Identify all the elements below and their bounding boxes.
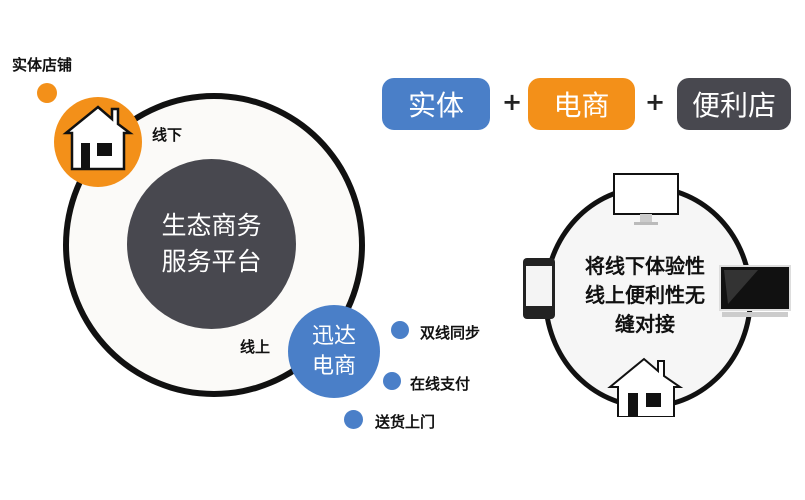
offline-label: 线下 bbox=[152, 126, 183, 144]
plus-sign: + bbox=[645, 88, 666, 116]
omni-line3: 缝对接 bbox=[615, 312, 675, 336]
formula-convenience: 便利店 bbox=[677, 78, 791, 130]
feature-dot bbox=[344, 410, 363, 429]
omni-text: 将线下体验性 线上便利性无 缝对接 bbox=[565, 252, 725, 339]
feature-dot bbox=[383, 372, 401, 390]
orange-dot bbox=[37, 83, 57, 103]
store-label: 实体店铺 bbox=[12, 56, 73, 74]
monitor-icon bbox=[613, 173, 679, 225]
ecommerce-circle: 迅达 电商 bbox=[288, 305, 380, 398]
omni-line1: 将线下体验性 bbox=[585, 254, 705, 278]
feature-delivery: 送货上门 bbox=[375, 413, 436, 431]
phone-icon bbox=[523, 258, 555, 319]
feature-sync: 双线同步 bbox=[420, 324, 481, 342]
online-label: 线上 bbox=[240, 338, 271, 356]
house-icon bbox=[62, 105, 134, 171]
tv-icon bbox=[719, 265, 791, 317]
platform-line2: 服务平台 bbox=[161, 247, 262, 276]
platform-line1: 生态商务 bbox=[161, 211, 262, 240]
house-icon bbox=[607, 357, 684, 417]
formula-physical: 实体 bbox=[382, 78, 490, 130]
plus-sign: + bbox=[502, 88, 523, 116]
ecommerce-line1: 迅达 bbox=[311, 323, 356, 349]
feature-dot bbox=[391, 321, 409, 339]
ecommerce-line2: 电商 bbox=[311, 353, 356, 379]
store-circle bbox=[54, 97, 142, 187]
platform-circle: 生态商务 服务平台 bbox=[127, 159, 296, 329]
formula-ecommerce: 电商 bbox=[528, 78, 635, 130]
feature-payment: 在线支付 bbox=[410, 375, 471, 393]
omni-line2: 线上便利性无 bbox=[585, 283, 705, 307]
